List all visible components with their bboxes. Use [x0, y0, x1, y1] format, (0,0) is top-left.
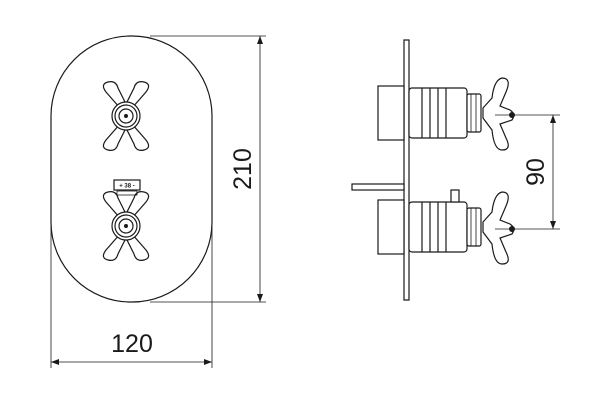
width-label: 120 — [111, 330, 153, 358]
front-plate-outline — [50, 35, 213, 303]
lower-cross-handle — [102, 191, 150, 261]
thermostat-scale-label: + 38 - — [119, 184, 135, 190]
height-label: 210 — [229, 148, 257, 190]
thermostat-scale: + 38 - — [113, 179, 141, 196]
height-dimension: 210 — [150, 35, 266, 303]
side-view — [351, 39, 515, 301]
lower-body — [377, 189, 515, 265]
upper-body — [377, 77, 515, 151]
outlet-pipe — [351, 183, 405, 191]
width-dimension: 120 — [50, 200, 213, 368]
upper-cross-handle — [102, 81, 150, 151]
spacing-label: 90 — [522, 158, 550, 186]
front-view: + 38 - — [50, 35, 213, 303]
side-plate — [403, 39, 410, 301]
spacing-dimension: 90 — [495, 114, 560, 230]
